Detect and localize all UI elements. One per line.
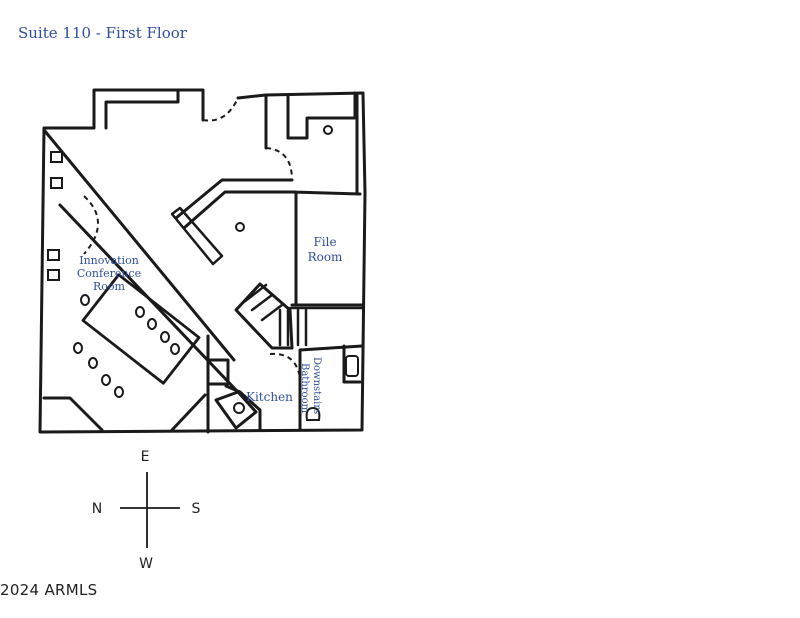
file-room-wall: [290, 190, 364, 307]
chair: [147, 318, 157, 330]
chair: [50, 177, 63, 189]
stairs: [242, 283, 284, 322]
chair: [160, 331, 170, 343]
stairs: [278, 306, 364, 347]
compass-east: E: [141, 449, 150, 465]
chair: [135, 306, 145, 318]
compass-north: N: [92, 501, 102, 517]
door-swing: [269, 352, 301, 379]
chair: [88, 357, 98, 369]
toilet: [305, 406, 321, 421]
label-file-1: File: [313, 235, 336, 249]
stairs: [234, 282, 294, 350]
label-conference-1: Innovation: [79, 254, 139, 267]
label-file-2: Room: [308, 250, 343, 264]
label-bathroom-2: Bathroom: [299, 363, 310, 414]
chair: [47, 249, 60, 261]
inset-wall: [104, 90, 180, 130]
door-swing: [202, 97, 239, 122]
floor-title: Suite 110 - First Floor: [18, 24, 187, 42]
compass-south: S: [192, 501, 201, 517]
label-kitchen: Kitchen: [246, 390, 293, 404]
compass: [120, 472, 180, 548]
sink: [233, 402, 245, 414]
label-conference-3: Room: [93, 280, 126, 293]
door-swing: [83, 195, 99, 255]
chair: [47, 269, 60, 281]
chair: [170, 343, 180, 355]
chair: [80, 294, 90, 306]
chair: [73, 342, 83, 354]
fixture: [235, 222, 245, 232]
reception-desk: [174, 178, 296, 230]
reception-desk: [170, 206, 224, 266]
copyright: 2024 ARMLS: [0, 581, 98, 599]
label-conference-2: Conference: [77, 267, 141, 280]
corner-wall: [42, 393, 207, 432]
interior-wall: [264, 91, 357, 150]
chair: [114, 386, 124, 398]
compass-west: W: [139, 556, 153, 572]
conference-table: [81, 273, 201, 385]
chair: [50, 151, 63, 163]
fixture: [323, 125, 333, 135]
kitchen-counter: [214, 390, 258, 430]
label-bathroom-1: Downstairs: [311, 357, 322, 414]
kitchen-wall: [206, 334, 262, 434]
door-swing: [265, 147, 293, 181]
bathroom-wall: [298, 344, 364, 432]
bathroom-sink: [345, 355, 359, 377]
chair: [101, 374, 111, 386]
